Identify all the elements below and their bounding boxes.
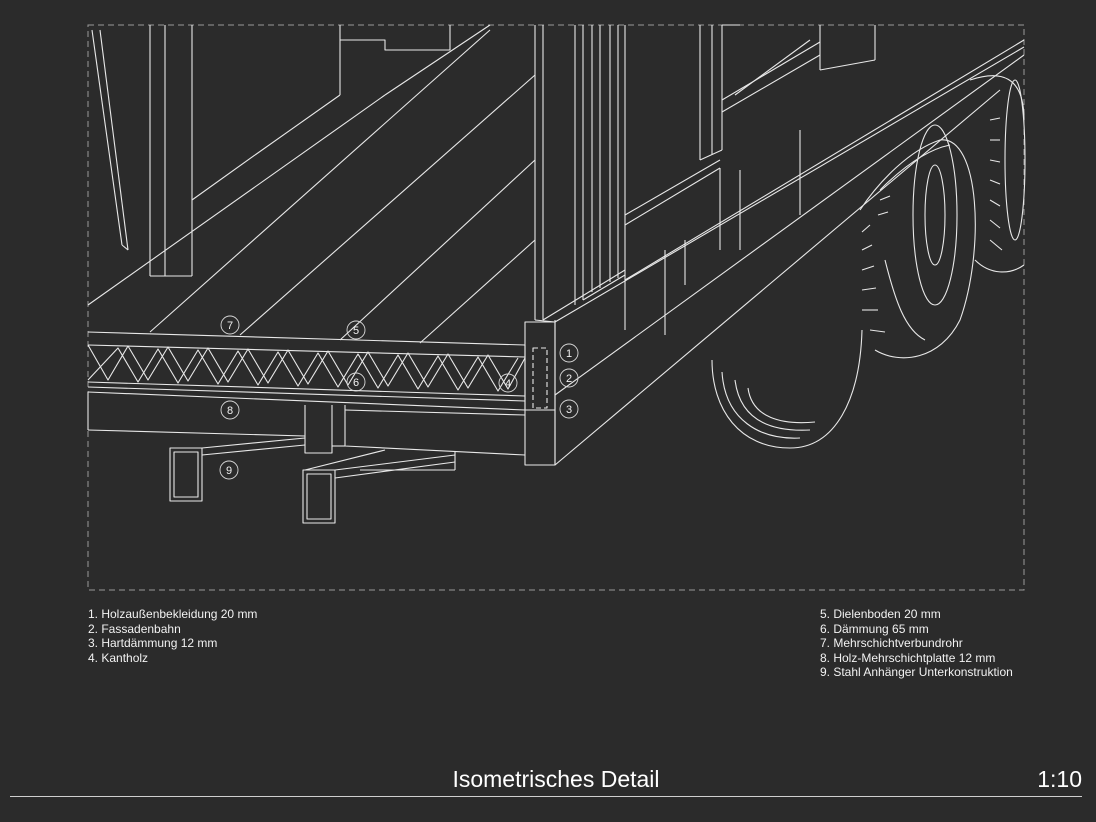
callout-circle-5	[346, 320, 366, 340]
back-wall	[191, 25, 451, 201]
callout-markers	[219, 315, 579, 480]
callout-circle-3	[559, 399, 579, 419]
legend-right: 5. Dielenboden 20 mm 6. Dämmung 65 mm 7.…	[820, 607, 1013, 680]
legend-item: 8. Holz-Mehrschichtplatte 12 mm	[820, 650, 996, 665]
legend-item: 5. Dielenboden 20 mm	[820, 607, 941, 621]
legend-item: 9. Stahl Anhänger Unterkonstruktion	[820, 665, 1013, 680]
callout-circle-9	[219, 460, 239, 480]
substructure	[87, 392, 526, 471]
callout-circle-4	[498, 373, 518, 393]
floor-section	[87, 331, 526, 411]
legend-left: 1. Holzaußenbekleidung 20 mm 2. Fassaden…	[88, 607, 257, 665]
curtain-lines	[91, 29, 129, 251]
callout-5: 5	[353, 325, 359, 337]
callout-circle-8	[220, 400, 240, 420]
floor-planks	[87, 24, 536, 344]
callout-circle-1	[559, 343, 579, 363]
corner-timber	[524, 321, 556, 466]
legend-item: 6. Dämmung 65 mm	[820, 621, 929, 636]
legend-item: 4. Kantholz	[88, 650, 149, 665]
door-frame	[534, 24, 876, 323]
callout-circle-2	[559, 368, 579, 388]
drawing-scale: 1:10	[1037, 766, 1082, 792]
trailer-wheels	[711, 75, 1026, 449]
callout-8: 8	[227, 405, 233, 417]
callout-1: 1	[566, 348, 572, 360]
callout-6: 6	[353, 377, 359, 389]
callout-circle-7	[220, 315, 240, 335]
callout-3: 3	[566, 404, 572, 416]
legend-item: 1. Holzaußenbekleidung 20 mm	[88, 607, 258, 621]
drawing-frame	[87, 24, 1025, 591]
callout-9: 9	[226, 465, 232, 477]
legend-item: 2. Fassadenbahn	[88, 621, 181, 636]
callout-circle-6	[346, 372, 366, 392]
steel-beams	[169, 437, 456, 524]
drawing-title: Isometrisches Detail	[452, 766, 660, 792]
callout-7: 7	[227, 320, 233, 332]
legend-item: 3. Hartdämmung 12 mm	[88, 636, 218, 651]
tire-tread	[861, 117, 1003, 333]
callout-4: 4	[505, 378, 511, 390]
title-rule	[10, 796, 1082, 797]
title-block: Isometrisches Detail 1:10	[10, 764, 1082, 798]
callout-2: 2	[566, 373, 572, 385]
wall-post	[149, 25, 193, 277]
legend-item: 7. Mehrschichtverbundrohr	[820, 636, 963, 651]
